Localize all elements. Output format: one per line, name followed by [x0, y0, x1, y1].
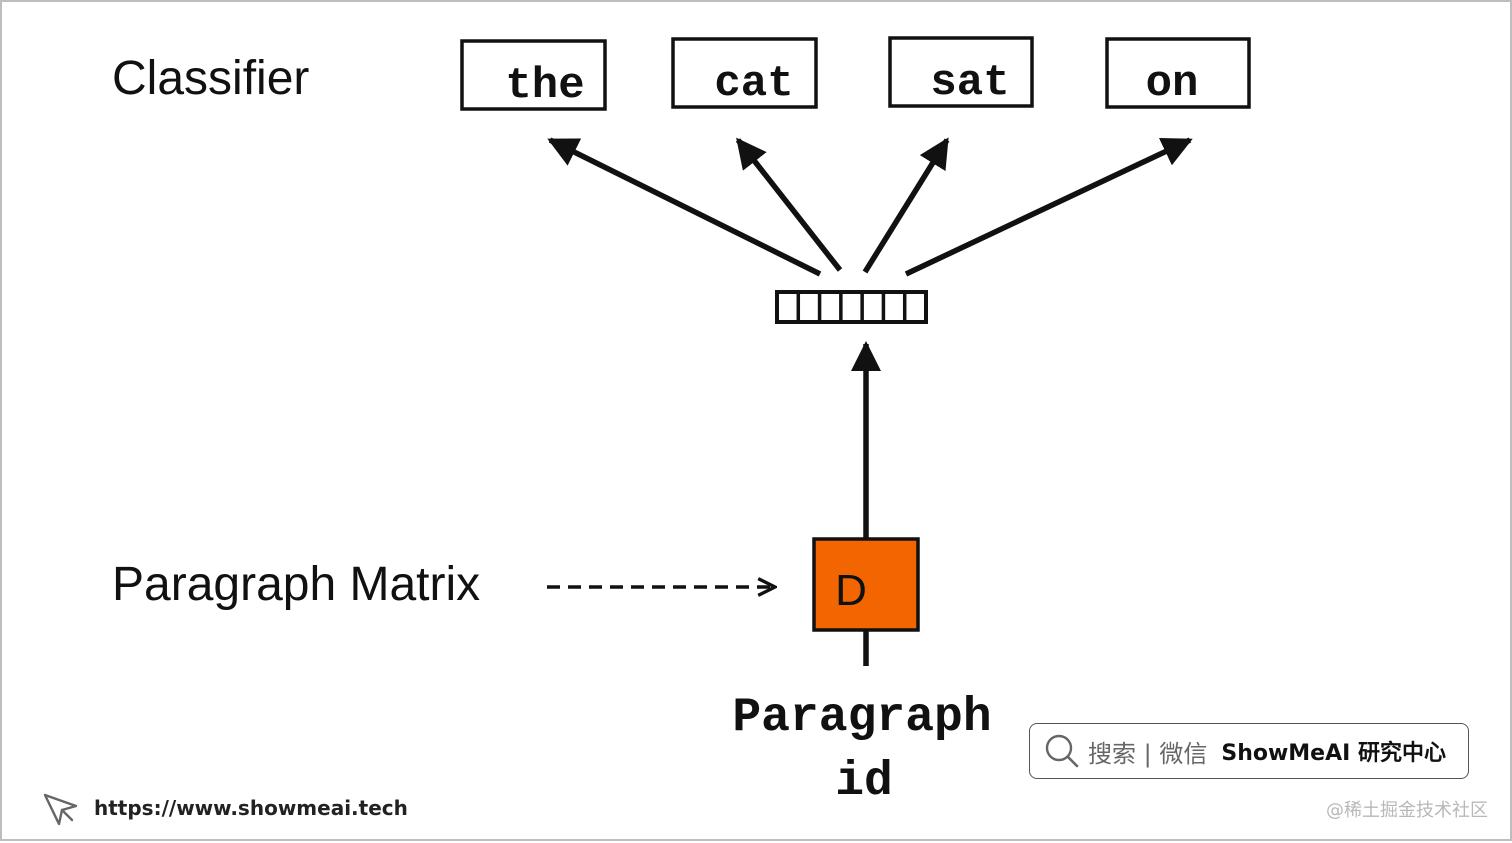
- paragraph-id-label-line1: Paragraph: [732, 691, 991, 745]
- output-word: sat: [930, 58, 1009, 108]
- arrow-to-sat: [862, 137, 950, 274]
- output-word: cat: [714, 59, 793, 109]
- paragraph-vector-label: D: [835, 566, 867, 615]
- hidden-vector: [775, 290, 928, 324]
- arrow-to-the: [547, 137, 822, 277]
- paragraph-id-label-line2: id: [835, 755, 893, 809]
- output-word-box: on: [1105, 37, 1251, 109]
- brand-name: ShowMeAI 研究中心: [1221, 741, 1446, 766]
- search-badge[interactable]: 搜索 | 微信 ShowMeAI 研究中心: [1029, 723, 1469, 779]
- search-hint: 搜索 | 微信: [1088, 739, 1208, 768]
- cursor-pointer-icon: [43, 793, 78, 826]
- search-icon: [1045, 734, 1079, 768]
- footer-url-text: https://www.showmeai.tech: [94, 796, 408, 820]
- output-word: on: [1146, 59, 1199, 109]
- arrow-to-cat: [735, 137, 843, 272]
- output-word: the: [505, 61, 584, 111]
- classifier-label: Classifier: [112, 52, 309, 105]
- watermark: @稀土掘金技术社区: [1326, 800, 1488, 821]
- output-word-box: sat: [888, 36, 1034, 108]
- paragraph-matrix-label: Paragraph Matrix: [112, 558, 480, 611]
- arrow-to-on: [904, 137, 1193, 277]
- output-word-box: cat: [671, 37, 818, 109]
- footer-url-link[interactable]: https://www.showmeai.tech: [42, 788, 408, 828]
- output-word-box: the: [460, 39, 607, 111]
- paragraph-vector-box: D: [812, 537, 920, 632]
